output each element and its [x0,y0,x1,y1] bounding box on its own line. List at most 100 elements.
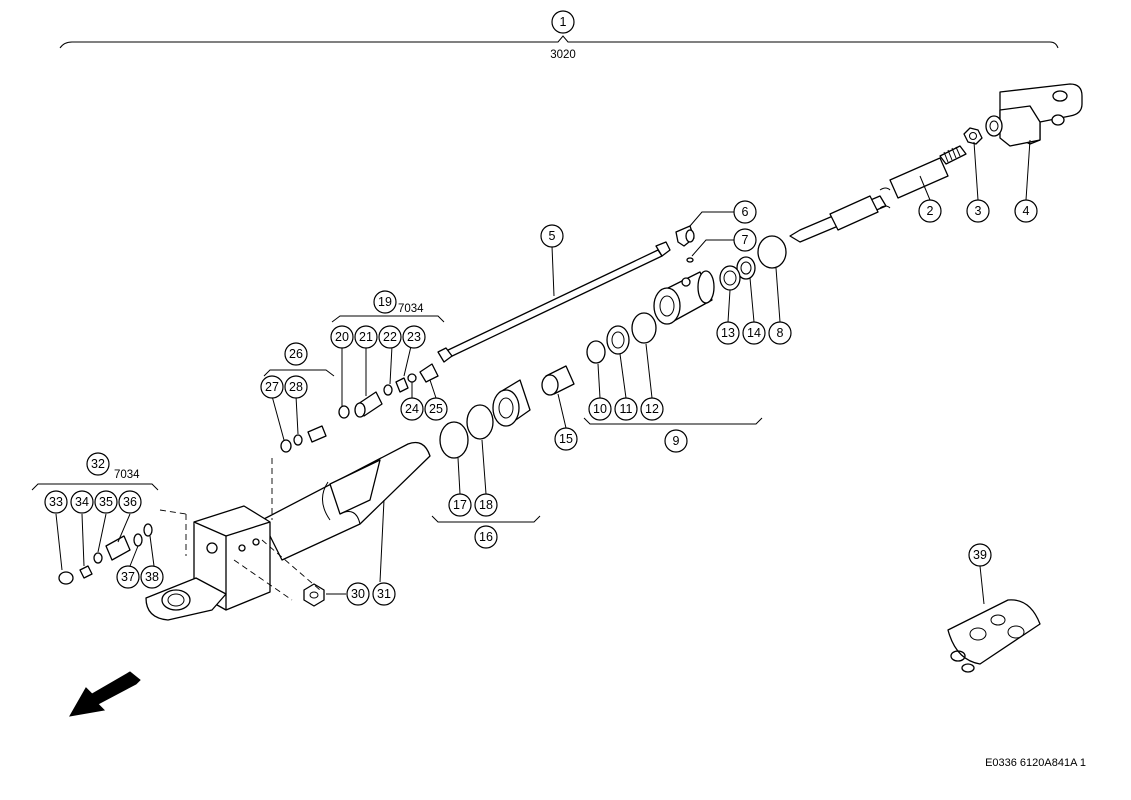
callout-16: 16 [474,525,498,549]
group-9-bracket [583,417,763,425]
svg-text:33: 33 [49,495,63,509]
svg-text:6: 6 [742,205,749,219]
svg-text:31: 31 [377,587,391,601]
direction-arrow [69,671,141,717]
callout-12: 12 [640,397,664,421]
svg-text:9: 9 [673,434,680,448]
svg-text:5: 5 [549,229,556,243]
callout-35: 35 [94,490,118,514]
callout-8: 8 [768,321,792,345]
elbow-fitting-part-6 [675,225,695,247]
callout-31: 31 [372,582,396,606]
callout-26: 26 [284,342,308,366]
svg-text:20: 20 [335,330,349,344]
callout-11: 11 [614,397,638,421]
svg-text:12: 12 [645,402,659,416]
group-26-bracket [263,369,335,377]
callout-19: 19 [373,290,397,314]
group-26-parts [280,425,327,453]
svg-text:37: 37 [121,570,135,584]
svg-text:28: 28 [289,380,303,394]
callout-28: 28 [284,375,308,399]
svg-text:23: 23 [407,330,421,344]
group-32-bracket [31,483,159,491]
svg-text:32: 32 [91,457,105,471]
svg-text:35: 35 [99,495,113,509]
seal-part-11 [606,325,630,355]
svg-text:22: 22 [383,330,397,344]
callout-9: 9 [664,429,688,453]
callout-21: 21 [354,325,378,349]
leader-lines [55,139,1031,605]
piston-rod-part-2 [789,145,967,243]
svg-text:18: 18 [479,498,493,512]
svg-text:30: 30 [351,587,365,601]
callout-13: 13 [716,321,740,345]
callout-15: 15 [554,427,578,451]
svg-text:27: 27 [265,380,279,394]
svg-text:10: 10 [593,402,607,416]
cylinder-head [653,257,715,325]
svg-text:14: 14 [747,326,761,340]
svg-text:25: 25 [429,402,443,416]
callout-32: 32 [86,452,110,476]
seal-part-12 [631,312,657,344]
callout-7: 7 [733,228,757,252]
group-16-bracket [431,515,541,523]
group-19-fittings [338,363,439,419]
callout-20: 20 [330,325,354,349]
callout-39: 39 [968,543,992,567]
svg-text:24: 24 [405,402,419,416]
svg-text:11: 11 [620,402,633,416]
callout-22: 22 [378,325,402,349]
svg-text:39: 39 [973,548,987,562]
group-32-parts [58,523,153,585]
svg-text:38: 38 [145,570,159,584]
group-19-bracket [331,315,445,323]
svg-text:17: 17 [453,498,467,512]
piston [492,379,531,427]
callout-3: 3 [966,199,990,223]
callout-37: 37 [116,565,140,589]
svg-text:7: 7 [742,233,749,247]
callout-10: 10 [588,397,612,421]
svg-text:26: 26 [289,347,303,361]
cylinder-tube-part-31 [261,441,431,561]
svg-text:15: 15 [559,432,573,446]
svg-text:19: 19 [378,295,392,309]
callout-1: 1 [551,10,575,34]
callout-23: 23 [402,325,426,349]
svg-text:13: 13 [721,326,735,340]
callout-33: 33 [44,490,68,514]
svg-text:2: 2 [927,204,934,218]
callout-27: 27 [260,375,284,399]
assembly-bracket: 3020 [59,35,1059,61]
callout-34: 34 [70,490,94,514]
drawing-code: E0336 6120A841A 1 [985,757,1086,769]
callout-36: 36 [118,490,142,514]
callout-5: 5 [540,224,564,248]
group-19-code: 7034 [398,303,424,315]
seal-part-17 [439,421,469,459]
fitting-part-30 [303,583,325,607]
svg-text:4: 4 [1023,204,1030,218]
assembly-code: 3020 [550,49,576,61]
hydraulic-line-part-5 [437,241,671,363]
group-32-code: 7034 [114,469,140,481]
callout-17: 17 [448,493,472,517]
callout-2: 2 [918,199,942,223]
cylinder-base [145,505,271,621]
parts-bag-part-39 [947,599,1041,673]
callout-4: 4 [1014,199,1038,223]
svg-text:34: 34 [75,495,89,509]
callout-18: 18 [474,493,498,517]
callout-14: 14 [742,321,766,345]
callout-30: 30 [346,582,370,606]
ring-part-14 [736,256,756,280]
svg-text:3: 3 [975,204,982,218]
clevis-part-4 [985,83,1083,147]
seal-part-10 [586,340,606,364]
svg-text:1: 1 [560,15,567,29]
callout-24: 24 [400,397,424,421]
